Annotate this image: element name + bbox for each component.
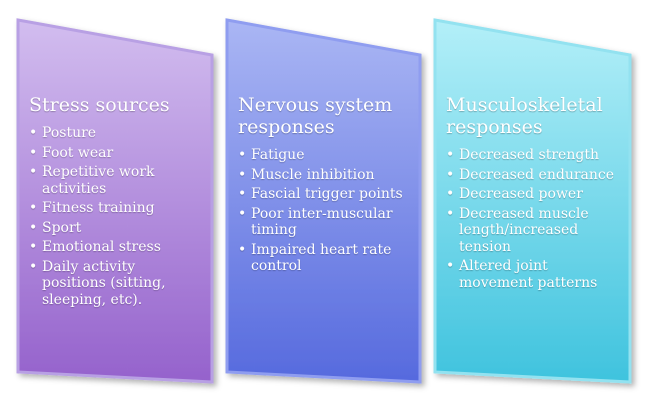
list-item: •Poor inter-muscular timing (238, 206, 413, 239)
bullet-icon: • (29, 125, 38, 141)
list-item-text: Altered joint movement patterns (459, 258, 598, 291)
list-item-text: Posture (42, 125, 97, 141)
panel-nervous-system-responses: Nervous system responses •Fatigue•Muscle… (238, 94, 413, 278)
panel-list: •Fatigue•Muscle inhibition•Fascial trigg… (238, 147, 413, 275)
bullet-icon: • (446, 147, 455, 163)
list-item: •Daily activity positions (sitting, slee… (29, 259, 199, 309)
list-item-text: Fitness training (42, 200, 155, 216)
bullet-icon: • (238, 166, 247, 183)
list-item-text: Decreased endurance (459, 166, 615, 183)
list-item: •Decreased power (446, 186, 624, 203)
bullet-icon: • (29, 200, 38, 216)
list-item-text: Decreased muscle length/increased tensio… (459, 205, 589, 255)
bullet-icon: • (29, 164, 38, 180)
list-item: •Decreased muscle length/increased tensi… (446, 206, 624, 256)
list-item-text: Muscle inhibition (251, 166, 375, 183)
panel-title: Stress sources (29, 94, 170, 116)
panel-title: Musculoskeletal responses (446, 94, 603, 138)
list-item-text: Daily activity positions (sitting, sleep… (42, 258, 166, 308)
list-item: •Repetitive work activities (29, 164, 199, 197)
panel-1-chevron (16, 18, 214, 384)
bullet-icon: • (238, 147, 247, 163)
list-item: •Foot wear (29, 145, 199, 162)
bullet-icon: • (238, 205, 247, 222)
list-item: •Emotional stress (29, 239, 199, 256)
bullet-icon: • (238, 186, 247, 202)
list-item-text: Repetitive work activities (42, 164, 155, 197)
list-item-text: Fatigue (251, 147, 305, 163)
list-item-text: Emotional stress (42, 239, 161, 255)
panel-list: •Posture•Foot wear•Repetitive work activ… (29, 125, 199, 308)
bullet-icon: • (29, 239, 38, 255)
bullet-icon: • (29, 219, 38, 236)
list-item: •Decreased strength (446, 147, 624, 164)
list-item-text: Sport (42, 219, 82, 236)
list-item-text: Impaired heart rate control (251, 241, 392, 275)
list-item-text: Decreased strength (459, 147, 599, 163)
list-item: •Decreased endurance (446, 167, 624, 184)
bullet-icon: • (446, 258, 455, 274)
list-item: •Altered joint movement patterns (446, 258, 624, 291)
list-item: •Fitness training (29, 200, 199, 217)
panel-2-chevron (225, 18, 422, 384)
list-item: •Fascial trigger points (238, 186, 413, 203)
bullet-icon: • (29, 144, 38, 161)
list-item-text: Foot wear (42, 144, 114, 161)
list-item: •Posture (29, 125, 199, 142)
list-item: •Sport (29, 220, 199, 237)
panel-list: •Decreased strength•Decreased endurance•… (446, 147, 624, 291)
panel-stress-sources: Stress sources •Posture•Foot wear•Repeti… (29, 94, 199, 311)
list-item: •Impaired heart rate control (238, 242, 413, 275)
bullet-icon: • (446, 205, 455, 222)
list-item: •Fatigue (238, 147, 413, 164)
panel-3-chevron (433, 18, 632, 384)
bullet-icon: • (238, 241, 247, 258)
list-item-text: Poor inter-muscular timing (251, 205, 393, 239)
panel-musculoskeletal-responses: Musculoskeletal responses •Decreased str… (446, 94, 624, 294)
bullet-icon: • (29, 258, 38, 275)
panel-title: Nervous system responses (238, 94, 393, 138)
bullet-icon: • (446, 186, 455, 202)
bullet-icon: • (446, 166, 455, 183)
list-item-text: Decreased power (459, 186, 583, 202)
list-item: •Muscle inhibition (238, 167, 413, 184)
list-item-text: Fascial trigger points (251, 186, 403, 202)
